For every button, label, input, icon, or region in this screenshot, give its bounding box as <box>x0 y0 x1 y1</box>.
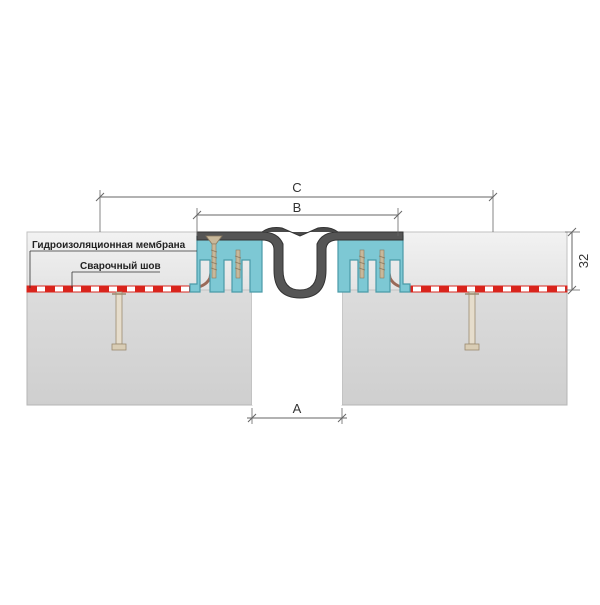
dimension-height-label: 32 <box>576 254 591 268</box>
dimension-b-label: B <box>293 200 302 215</box>
left-aluminum-profile <box>189 235 263 293</box>
callout-membrane-text: Гидроизоляционная мембрана <box>32 239 186 251</box>
dimension-a-label: A <box>293 401 302 416</box>
callout-weld-text: Сварочный шов <box>80 261 161 272</box>
screw-right-2 <box>378 249 386 279</box>
weld-strip-left <box>26 285 198 293</box>
anchor-left <box>111 291 127 351</box>
left-slab <box>26 231 253 406</box>
screw-left <box>205 235 223 279</box>
callout-membrane: Гидроизоляционная мембрана <box>29 239 197 288</box>
callout-weld: Сварочный шов <box>71 261 161 288</box>
joint-gap <box>252 232 342 405</box>
dimension-b: B <box>192 200 403 236</box>
dimension-a: A <box>247 401 347 424</box>
weld-strip-right <box>402 285 568 293</box>
screw-left-2 <box>234 249 242 279</box>
right-aluminum-profile <box>337 235 411 293</box>
dimension-height: 32 <box>565 227 591 295</box>
anchor-right <box>464 291 480 351</box>
dimension-c: C <box>95 180 498 232</box>
screw-right <box>358 249 366 279</box>
dimension-c-label: C <box>292 180 301 195</box>
